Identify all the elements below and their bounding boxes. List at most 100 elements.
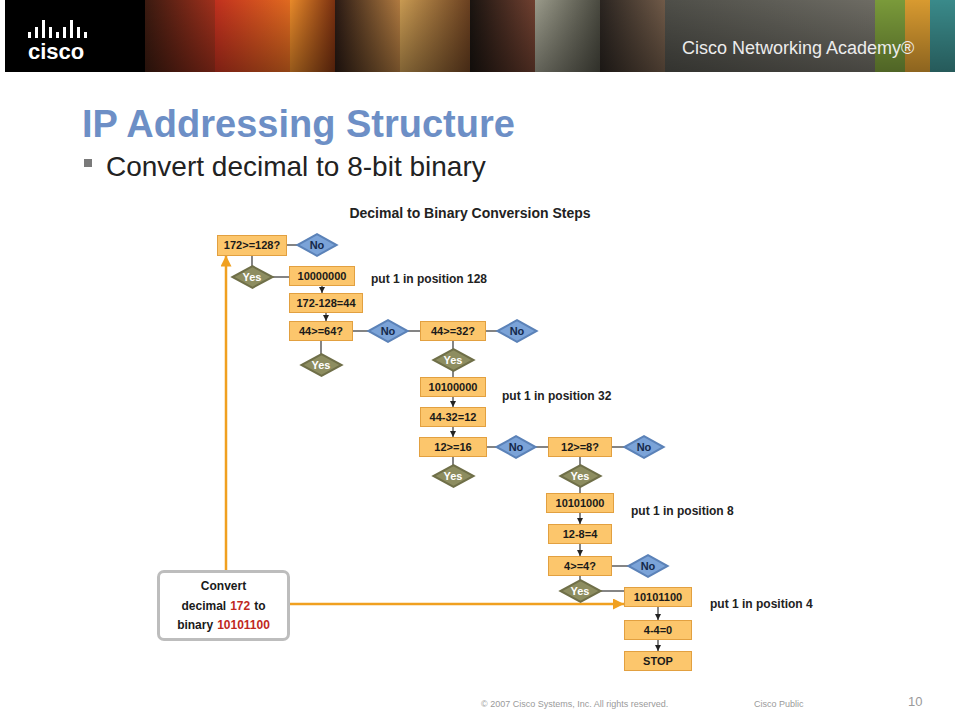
highlight-value: 172 [230, 598, 250, 615]
copyright-note-text: © 2007 Cisco Systems, Inc. All rights re… [481, 699, 668, 709]
step-arrow [579, 544, 580, 556]
branch-line [320, 341, 321, 354]
classification-note-text: Cisco Public [754, 699, 804, 709]
no-diamond: No [496, 436, 536, 458]
yes-diamond: Yes [433, 465, 474, 487]
step-box: 12>=16 [419, 437, 487, 457]
start-text: to [254, 598, 265, 615]
yes-diamond: Yes [560, 465, 601, 487]
step-text: 10000000 [298, 270, 347, 283]
copyright-note: © 2007 Cisco Systems, Inc. All rights re… [481, 699, 668, 710]
flow-arrow [290, 603, 624, 606]
no-label: No [381, 325, 396, 338]
start-text: Convert [201, 578, 246, 595]
no-diamond: No [624, 436, 664, 458]
step-text: 44>=32? [431, 325, 475, 338]
start-line: Convert [199, 576, 248, 595]
step-box: 172-128=44 [289, 293, 363, 313]
step-arrow [321, 286, 322, 293]
bullet-text: Convert decimal to 8-bit binary [106, 150, 486, 184]
yes-label: Yes [243, 271, 262, 284]
step-note-text: put 1 in position 4 [710, 597, 813, 611]
step-box: 44-32=12 [420, 407, 486, 427]
bullet-text-text: Convert decimal to 8-bit binary [106, 151, 486, 182]
branch-line [408, 330, 420, 331]
step-box: 10101100 [624, 587, 692, 607]
start-line: binary10101100 [175, 615, 272, 634]
chart-heading-text: Decimal to Binary Conversion Steps [349, 205, 590, 221]
step-note: put 1 in position 4 [710, 597, 813, 611]
branch-line [353, 330, 368, 331]
step-text: 172>=128? [224, 239, 280, 252]
step-box: 44>=64? [289, 321, 353, 341]
yes-label: Yes [444, 470, 463, 483]
step-note-text: put 1 in position 32 [502, 389, 611, 403]
branch-line [251, 256, 252, 267]
no-diamond: No [368, 320, 408, 342]
step-note: put 1 in position 32 [502, 389, 611, 403]
no-diamond: No [297, 234, 337, 256]
slide-title: IP Addressing Structure [82, 102, 515, 148]
step-text: 44>=64? [299, 325, 343, 338]
banner-logo-ground [5, 0, 145, 72]
step-text: 10101100 [634, 591, 682, 604]
step-box: 12>=8? [548, 437, 612, 457]
highlight-value: 10101100 [217, 617, 270, 634]
yes-diamond: Yes [301, 354, 342, 376]
step-text: 44-32=12 [430, 411, 477, 424]
branch-line [579, 457, 580, 465]
branch-line [452, 457, 453, 465]
classification-note: Cisco Public [754, 699, 804, 710]
step-arrow [657, 640, 658, 651]
step-box: 172>=128? [217, 235, 287, 256]
step-text: 172-128=44 [296, 297, 355, 310]
no-label: No [509, 441, 524, 454]
yes-diamond: Yes [433, 349, 474, 371]
banner-shade [145, 0, 955, 72]
slide-title-text: IP Addressing Structure [82, 103, 515, 145]
step-text: 4-4=0 [644, 624, 672, 637]
yes-label: Yes [444, 354, 463, 367]
no-label: No [310, 239, 325, 252]
step-text: STOP [643, 655, 673, 668]
academy-name-text: Cisco Networking Academy® [682, 38, 914, 58]
flow-arrow [225, 256, 228, 571]
cisco-logo-bars [28, 20, 87, 38]
step-text: 10100000 [429, 381, 478, 394]
chart-heading: Decimal to Binary Conversion Steps [349, 205, 590, 222]
branch-line [273, 276, 290, 277]
step-text: 12-8=4 [563, 528, 598, 541]
step-text: 4>=4? [564, 560, 596, 573]
step-box: 4>=4? [548, 556, 612, 576]
yes-diamond: Yes [560, 580, 601, 602]
no-diamond: No [497, 320, 537, 342]
step-arrow [452, 397, 453, 407]
yes-label: Yes [571, 585, 590, 598]
step-box: STOP [624, 651, 692, 671]
step-note: put 1 in position 8 [631, 504, 734, 518]
branch-line [612, 446, 624, 447]
step-text: 12>=16 [434, 441, 471, 454]
start-text: decimal [181, 598, 226, 615]
step-box: 10100000 [420, 377, 486, 397]
yes-diamond: Yes [232, 266, 273, 288]
no-label: No [641, 560, 656, 573]
branch-line [601, 590, 625, 591]
logo-wordmark-text: cisco [28, 39, 84, 64]
no-label: No [510, 325, 525, 338]
page-number-text: 10 [908, 694, 922, 709]
branch-line [536, 446, 548, 447]
step-note-text: put 1 in position 8 [631, 504, 734, 518]
yes-label: Yes [571, 470, 590, 483]
step-box: 12-8=4 [548, 524, 612, 544]
start-box: Convert decimal172tobinary10101100 [157, 570, 290, 641]
step-box: 10101000 [546, 493, 614, 513]
step-box: 44>=32? [420, 321, 486, 341]
academy-name: Cisco Networking Academy® [682, 38, 914, 60]
step-note: put 1 in position 128 [371, 272, 487, 286]
step-box: 10000000 [289, 266, 355, 286]
step-box: 4-4=0 [624, 620, 692, 640]
step-arrow [325, 313, 326, 321]
page-number: 10 [908, 694, 922, 710]
step-text: 12>=8? [561, 441, 599, 454]
